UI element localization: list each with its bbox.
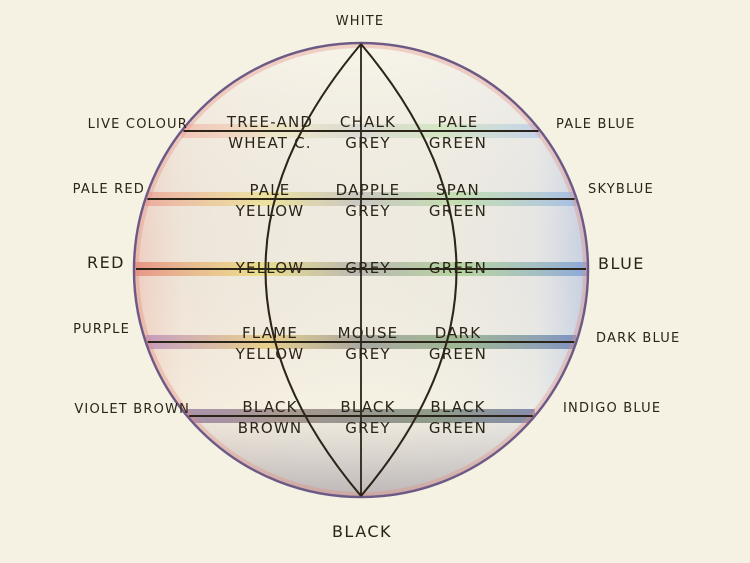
right-label-indigo-blue: INDIGO BLUE	[563, 401, 661, 416]
cell-label-line1: MOUSE	[338, 324, 399, 342]
inner-cell-labels: TREE-AND WHEAT C. CHALK GREY PALE GREEN PALE YE…	[226, 113, 487, 437]
cell-label-line2: BROWN	[238, 419, 303, 437]
cell-label-line1: CHALK	[340, 113, 396, 131]
black-pole-label: BLACK	[332, 522, 392, 541]
right-label-pale-blue: PALE BLUE	[556, 117, 636, 132]
cell-label-line1: PALE	[250, 181, 291, 199]
left-label-pale-red: PALE RED	[73, 182, 145, 197]
right-label-blue: BLUE	[598, 254, 645, 273]
cell-label-line2: GREY	[345, 134, 391, 152]
cell-label-line1: YELLOW	[235, 259, 305, 277]
right-labels: PALE BLUE SKYBLUE BLUE DARK BLUE INDIGO …	[556, 117, 680, 416]
cell-label-line1: GREY	[345, 259, 391, 277]
cell-label-line2: GREY	[345, 202, 391, 220]
cell-label-line2: YELLOW	[235, 345, 305, 363]
cell-label-line1: SPAN	[436, 181, 480, 199]
right-label-skyblue: SKYBLUE	[588, 182, 654, 197]
latitude-lines	[136, 130, 586, 417]
cell-label-line1: BLACK	[340, 398, 395, 416]
left-label-live-colour: LIVE COLOUR	[88, 117, 188, 132]
cell-label-line2: GREY	[345, 419, 391, 437]
cell-label-line2: GREEN	[429, 202, 487, 220]
cell-label-line1: DAPPLE	[336, 181, 401, 199]
cell-label-line2: GREEN	[429, 134, 487, 152]
right-label-dark-blue: DARK BLUE	[596, 331, 680, 346]
left-labels: LIVE COLOUR PALE RED RED PURPLE VIOLET B…	[73, 117, 190, 417]
cell-label-line1: BLACK	[242, 398, 297, 416]
cell-label-line2: WHEAT C.	[228, 134, 311, 152]
cell-label-line1: BLACK	[430, 398, 485, 416]
left-label-violet-brown: VIOLET BROWN	[74, 402, 190, 417]
cell-label-line1: TREE-AND	[226, 113, 313, 131]
white-pole-label: WHITE	[336, 14, 385, 29]
cell-label-line2: GREEN	[429, 419, 487, 437]
cell-label-line1: PALE	[438, 113, 479, 131]
cell-label-line2: YELLOW	[235, 202, 305, 220]
cell-label-line2: GREY	[345, 345, 391, 363]
cell-label-line1: DARK	[435, 324, 482, 342]
sphere-outline	[132, 41, 590, 499]
cell-label-line2: GREEN	[429, 345, 487, 363]
left-label-purple: PURPLE	[73, 322, 130, 337]
left-label-red: RED	[87, 253, 125, 272]
cell-label-line1: FLAME	[242, 324, 298, 342]
cell-label-line1: GREEN	[429, 259, 487, 277]
